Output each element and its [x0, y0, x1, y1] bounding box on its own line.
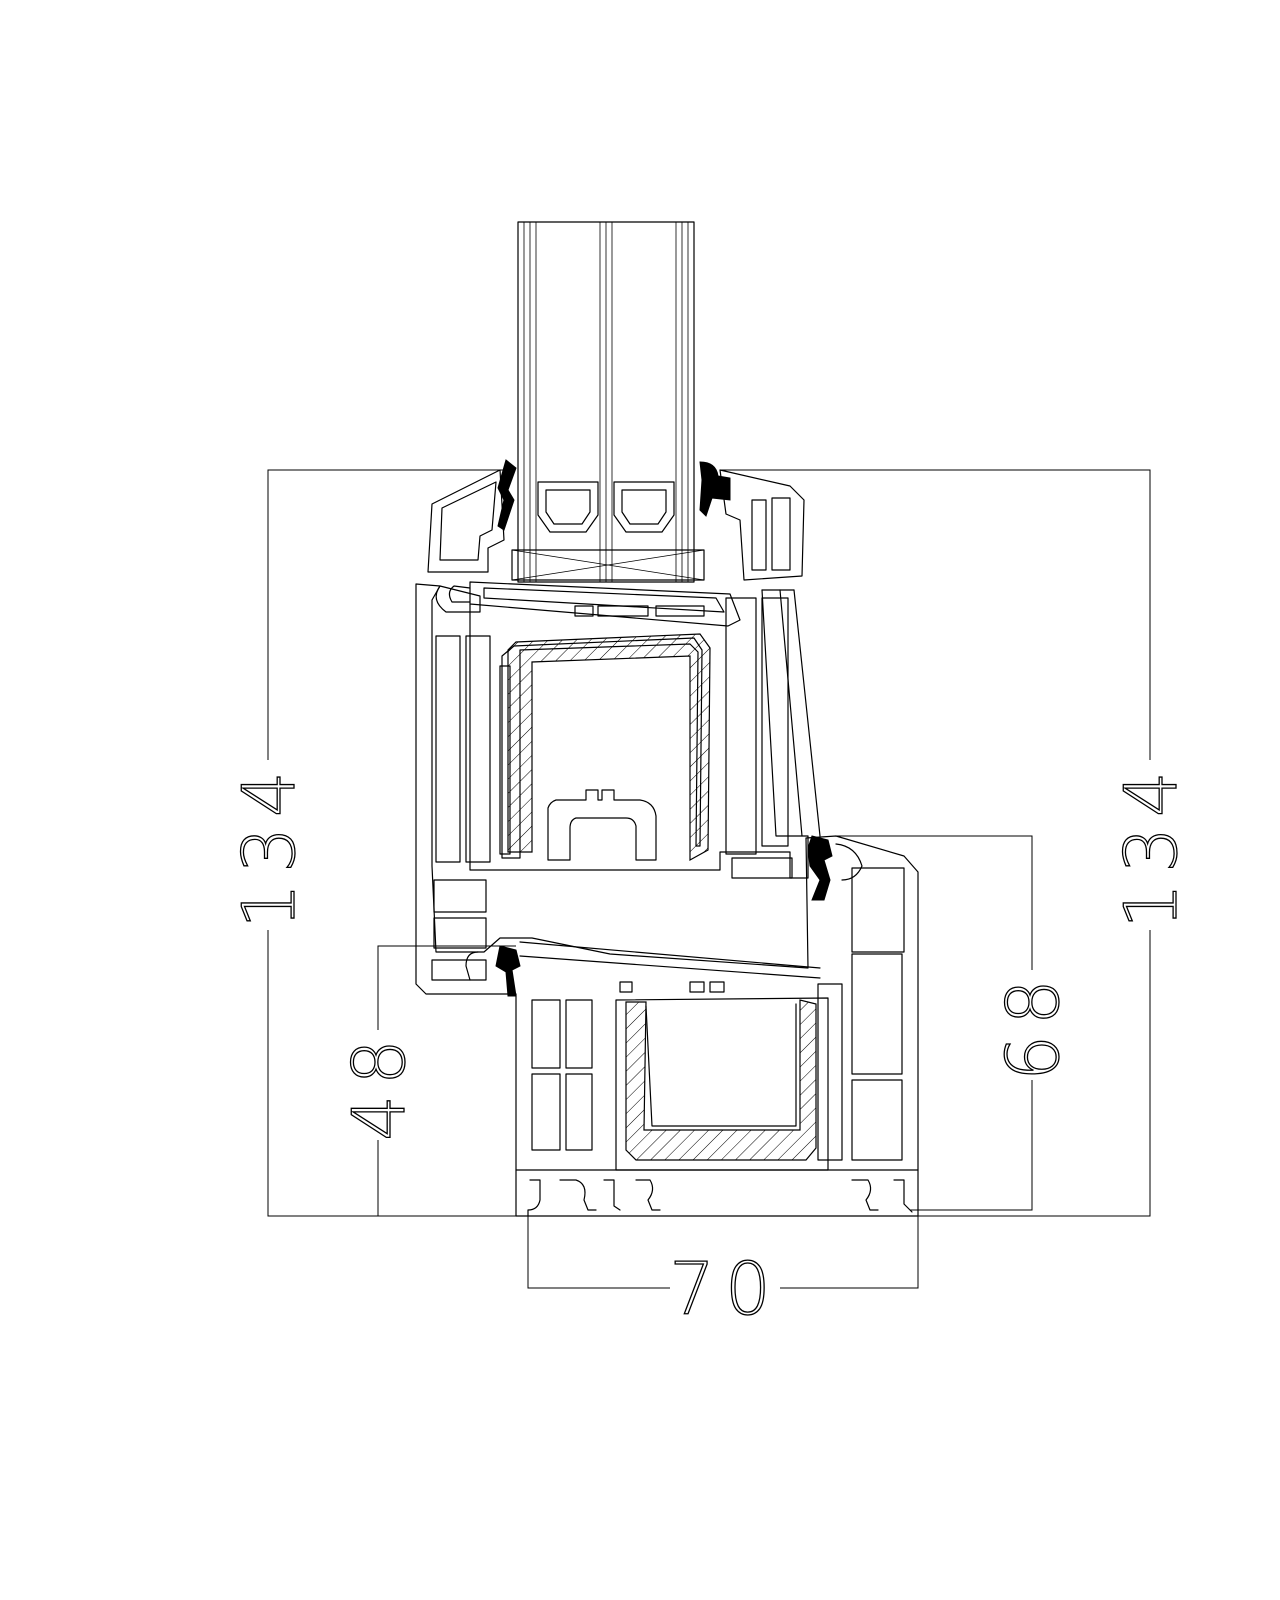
- dimension-label-frame-width: 70: [669, 1247, 781, 1331]
- dimension-label-sash-height: 68: [991, 969, 1075, 1081]
- dimension-label-frame-height: 48: [337, 1029, 421, 1141]
- frame-profile: [415, 583, 919, 1217]
- dimension-label-total-height-left: 134: [227, 761, 311, 928]
- sash-profile: [427, 469, 821, 879]
- glazing-unit: [511, 221, 705, 583]
- dimension-label-total-height-right: 134: [1109, 761, 1193, 928]
